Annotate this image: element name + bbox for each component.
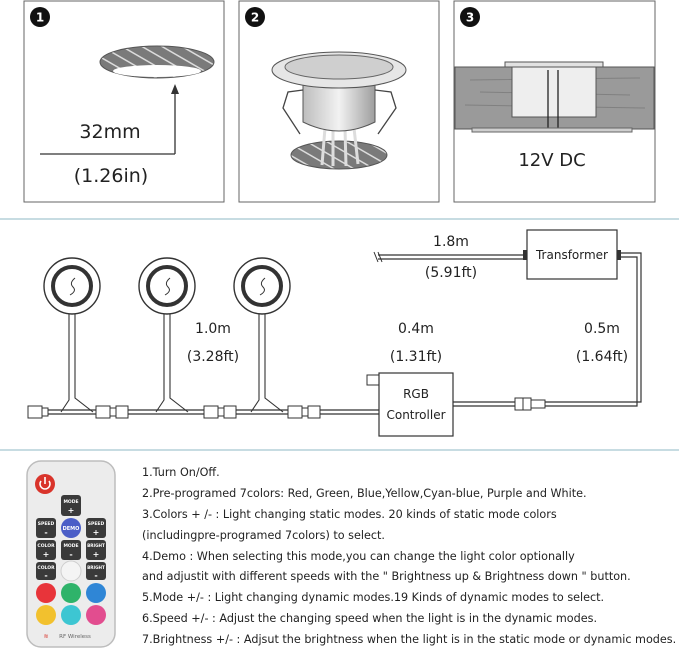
step-1-number: 1 — [36, 11, 44, 25]
red-color-button — [36, 583, 56, 603]
cutout-size-mm: 32mm — [79, 121, 140, 143]
instruction-7: 7.Brightness +/- : Adjsut the brightness… — [142, 633, 677, 647]
svg-text:+: + — [93, 550, 100, 559]
svg-text:COLOR: COLOR — [37, 565, 55, 571]
remote-instructions: 1.Turn On/Off. 2.Pre-programed 7colors: … — [142, 463, 676, 651]
instruction-4-cont: and adjustit with different speeds with … — [142, 570, 631, 584]
puck-light-2 — [138, 257, 196, 413]
mode-plus-button — [61, 495, 81, 516]
wireless-icon: ≋ — [43, 633, 48, 640]
svg-text:SPEED: SPEED — [88, 521, 105, 527]
puck-light-1 — [43, 257, 101, 413]
cable-length-0-5m: 0.5m — [584, 321, 620, 337]
speed-plus-button — [86, 518, 106, 538]
cyan-color-button — [61, 605, 81, 625]
cable-length-1-31ft: (1.31ft) — [390, 349, 442, 365]
white-color-button — [60, 560, 82, 582]
svg-text:COLOR: COLOR — [37, 543, 55, 549]
instruction-4: 4.Demo : When selecting this mode,you ca… — [142, 549, 575, 563]
cable-length-3-28ft: (3.28ft) — [187, 349, 239, 365]
yellow-color-button — [36, 605, 56, 625]
installed-light-icon — [454, 61, 655, 133]
bright-minus-button — [86, 562, 106, 580]
svg-text:SPEED: SPEED — [38, 521, 55, 527]
step-2-badge — [245, 7, 265, 27]
puck-light-3 — [233, 257, 291, 413]
instruction-5: 5.Mode +/- : Light changing dynamic mode… — [142, 591, 605, 605]
step-1-panel: 1 32mm (1.26in) — [23, 0, 225, 203]
step-3-badge — [460, 7, 480, 27]
demo-button — [61, 518, 81, 538]
cable-length-1-64ft: (1.64ft) — [576, 349, 628, 365]
step-2-panel: 2 — [238, 0, 440, 203]
cable-length-1-0m: 1.0m — [195, 321, 231, 337]
mode-minus-button — [61, 540, 81, 560]
speed-minus-button — [36, 518, 56, 538]
svg-text:MODE: MODE — [63, 499, 78, 505]
controller-label-controller: Controller — [386, 408, 445, 422]
connector-1 — [95, 405, 129, 419]
instruction-3-cont: (includingpre-programed 7colors) to sele… — [142, 528, 385, 542]
rf-remote-control: MODE + SPEED - DEMO SPEED + COLOR + MODE… — [26, 460, 116, 648]
svg-text:MODE: MODE — [63, 543, 78, 549]
cable-length-0-4m: 0.4m — [398, 321, 434, 337]
svg-text:BRIGHT: BRIGHT — [87, 543, 105, 548]
svg-text:+: + — [93, 528, 100, 537]
voltage-label: 12V DC — [518, 150, 585, 171]
color-minus-button — [36, 562, 56, 580]
instruction-3: 3.Colors + /- : Light changing static mo… — [142, 507, 557, 521]
cutout-hole-icon — [99, 45, 215, 79]
blue-color-button — [86, 583, 106, 603]
cable-length-5-91ft: (5.91ft) — [425, 265, 477, 281]
transformer-box — [526, 229, 618, 280]
step-2-number: 2 — [251, 11, 259, 25]
svg-text:-: - — [44, 528, 47, 537]
cable-length-1-8m: 1.8m — [433, 234, 469, 250]
cutout-size-in: (1.26in) — [74, 165, 148, 187]
svg-text:-: - — [44, 571, 47, 580]
step-3-number: 3 — [466, 11, 474, 25]
svg-text:BRIGHT: BRIGHT — [87, 565, 105, 570]
svg-text:DEMO: DEMO — [63, 526, 80, 532]
instruction-6: 6.Speed +/- : Adjust the changing speed … — [142, 612, 597, 626]
rgb-controller-box — [378, 372, 454, 437]
pink-color-button — [86, 605, 106, 625]
end-plug — [27, 405, 49, 419]
instruction-1: 1.Turn On/Off. — [142, 466, 220, 479]
controller-label-rgb: RGB — [403, 387, 429, 401]
connector-2 — [203, 405, 237, 419]
remote-brand-label: RF Wireless — [59, 634, 91, 640]
downlight-insert-icon — [271, 51, 407, 170]
svg-text:-: - — [94, 571, 97, 580]
green-color-button — [61, 583, 81, 603]
color-plus-button — [36, 540, 56, 560]
connector-controller-input — [514, 397, 546, 411]
wiring-diagram: 1.8m (5.91ft) Transformer 0.5m (1.64ft) … — [27, 229, 642, 437]
svg-text:+: + — [43, 550, 50, 559]
bright-plus-button — [86, 540, 106, 560]
instruction-2: 2.Pre-programed 7colors: Red, Green, Blu… — [142, 486, 587, 500]
connector-3 — [287, 405, 321, 419]
svg-text:+: + — [68, 506, 75, 515]
step-3-panel: 3 12V DC — [453, 0, 656, 203]
transformer-label: Transformer — [535, 248, 608, 262]
svg-text:-: - — [69, 550, 72, 559]
step-1-badge — [30, 7, 50, 27]
